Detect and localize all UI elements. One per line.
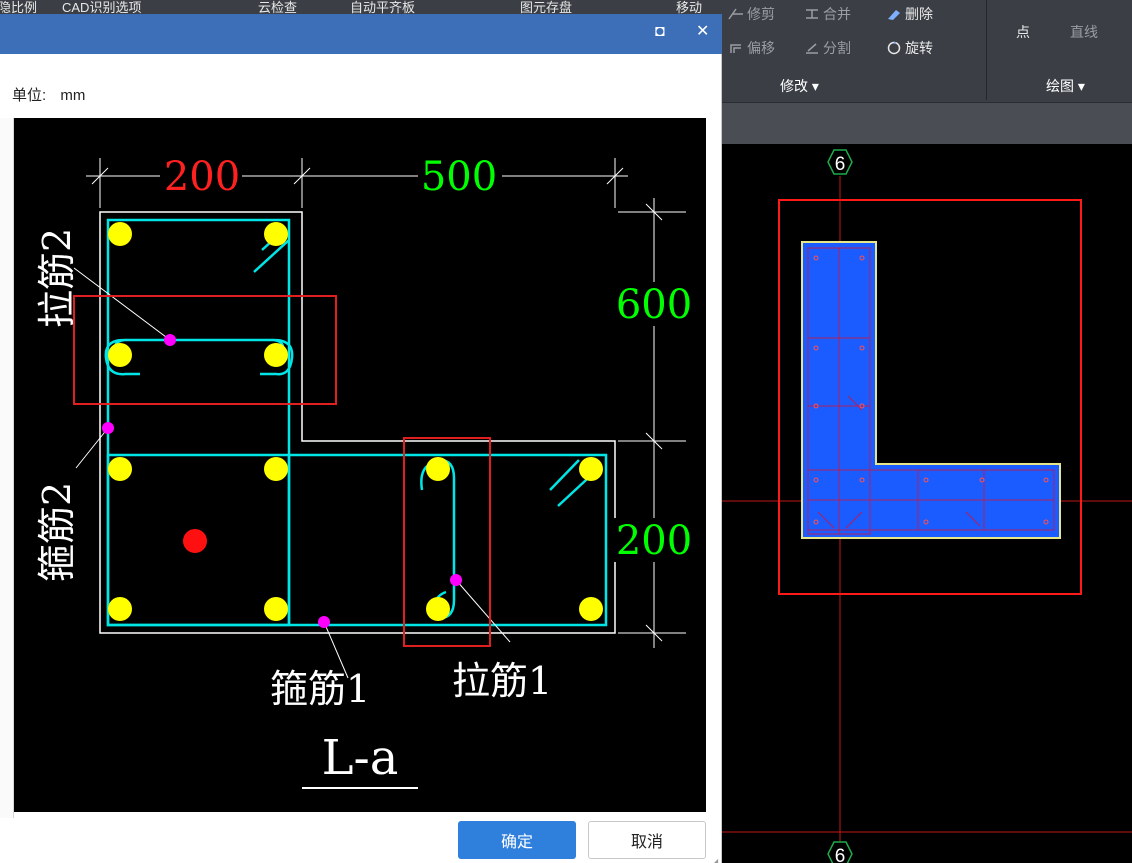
delete-label: 删除 xyxy=(905,6,933,22)
unit-value: mm xyxy=(60,87,86,104)
point-button[interactable]: 点 xyxy=(1016,22,1030,42)
offset-button[interactable]: 偏移 xyxy=(728,38,775,58)
highlight-box-tie2 xyxy=(73,295,337,405)
axis-label-bottom: 6 xyxy=(835,846,846,863)
label-stirrup-1: 箍筋1 xyxy=(270,667,370,711)
ribbon-item-save-element[interactable]: 图元存盘 xyxy=(520,0,573,15)
cad-selection-box xyxy=(778,199,1082,595)
dim-right-bottom: 200 xyxy=(616,518,692,564)
delete-button[interactable]: 删除 xyxy=(886,4,933,24)
highlight-box-tie1 xyxy=(403,437,491,647)
close-button[interactable]: ✕ xyxy=(696,23,710,40)
magenta-markers xyxy=(102,334,462,628)
ribbon-item-cloud-check[interactable]: 云检查 xyxy=(258,0,298,15)
rotate-icon xyxy=(887,41,901,55)
ok-button[interactable]: 确定 xyxy=(458,821,576,859)
trim-label: 修剪 xyxy=(747,6,775,22)
ribbon-item-scale[interactable]: 隐比例 xyxy=(0,0,38,15)
cad-canvas[interactable]: 6 6 xyxy=(722,144,1132,863)
line-label: 直线 xyxy=(1070,24,1098,40)
section-edit-dialog: ◘ ✕ 单位: mm xyxy=(0,14,722,863)
dim-bg-right-top xyxy=(614,282,694,326)
trim-icon xyxy=(728,8,743,20)
dim-bg-top-left xyxy=(160,156,242,192)
label-stirrup-2: 箍筋2 xyxy=(35,482,79,582)
dialog-title-bar[interactable]: ◘ ✕ xyxy=(0,14,722,54)
split-button[interactable]: 分割 xyxy=(804,38,851,58)
l-column-shape xyxy=(801,241,1061,539)
dim-bg-top-right xyxy=(418,156,502,192)
merge-label: 合并 xyxy=(823,6,851,22)
ribbon-item-move[interactable]: 移动 xyxy=(676,0,703,15)
axis-label-top: 6 xyxy=(835,154,846,175)
split-label: 分割 xyxy=(823,40,851,56)
ribbon-separator xyxy=(986,0,987,100)
axis-bubble-bottom xyxy=(827,841,853,863)
axis-bubble-top xyxy=(827,149,853,175)
left-panel-edge xyxy=(0,118,14,818)
section-outline xyxy=(99,211,616,634)
leader-lines xyxy=(73,267,511,679)
resize-grip-icon[interactable]: ◢ xyxy=(712,857,719,863)
merge-button[interactable]: 合并 xyxy=(804,4,851,24)
group-modify[interactable]: 修改 ▾ xyxy=(780,78,819,94)
split-icon xyxy=(806,43,818,54)
line-button[interactable]: 直线 xyxy=(1070,22,1098,42)
dim-right-top: 600 xyxy=(616,282,692,328)
merge-icon xyxy=(806,9,818,19)
ribbon-modify-draw: 修剪 合并 删除 偏移 分割 旋转 点 直线 修改 ▾ 绘图 ▾ xyxy=(722,0,1132,102)
rotate-label: 旋转 xyxy=(905,40,933,56)
dim-top-left: 200 xyxy=(164,154,240,200)
offset-label: 偏移 xyxy=(747,40,775,56)
offset-icon xyxy=(730,44,741,53)
cancel-button[interactable]: 取消 xyxy=(588,821,706,859)
group-draw[interactable]: 绘图 ▾ xyxy=(1046,78,1085,94)
dim-top-right: 500 xyxy=(421,154,497,200)
dim-bg-right-bottom xyxy=(614,518,694,562)
unit-label: 单位: xyxy=(12,87,47,104)
section-preview-canvas[interactable]: 200 500 600 200 xyxy=(14,118,706,812)
point-label: 点 xyxy=(1016,24,1030,40)
unit-row: 单位: mm xyxy=(12,84,95,105)
stirrups xyxy=(104,218,608,627)
label-tie-2: 拉筋2 xyxy=(35,228,79,328)
l-column-bars xyxy=(813,255,1049,525)
eraser-icon xyxy=(888,10,900,20)
cad-tab-bar xyxy=(722,102,1132,144)
ribbon-item-cad-options[interactable]: CAD识别选项 xyxy=(62,0,142,15)
maximize-button[interactable]: ◘ xyxy=(655,23,665,40)
center-point-marker xyxy=(183,529,207,553)
rotate-button[interactable]: 旋转 xyxy=(886,38,933,58)
rebars xyxy=(108,222,603,621)
trim-button[interactable]: 修剪 xyxy=(728,4,775,24)
label-tie-1: 拉筋1 xyxy=(452,659,552,703)
section-name: L-a xyxy=(322,730,399,786)
ribbon-item-auto-align[interactable]: 自动平齐板 xyxy=(350,0,416,15)
l-column-rebar xyxy=(807,247,1055,535)
